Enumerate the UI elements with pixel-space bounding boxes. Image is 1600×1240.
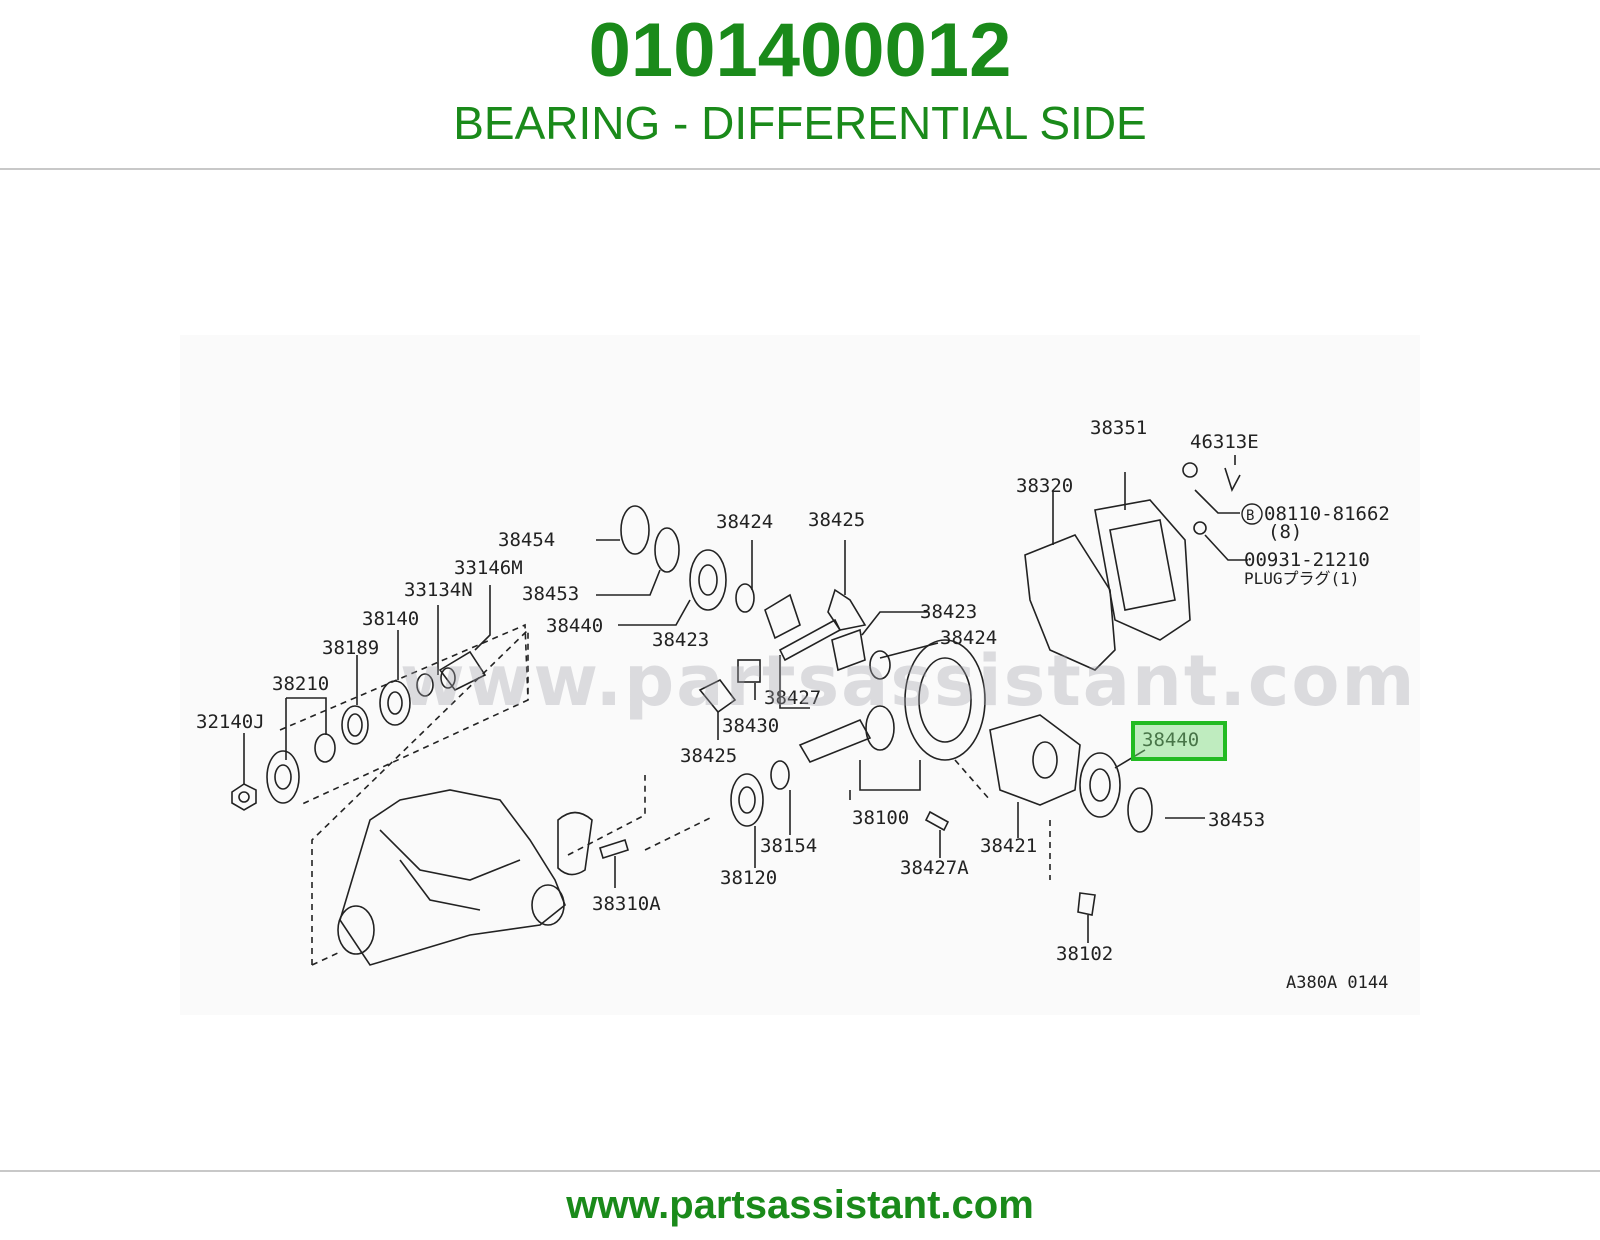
callout-38140: 38140 [362,608,419,630]
callout-38440-left: 38440 [546,615,603,637]
callout-38425-lower: 38425 [680,745,737,767]
diagram-panel [180,335,1420,1015]
highlighted-part-marker[interactable] [1131,721,1227,761]
callout-38453-right: 38453 [1208,809,1265,831]
callout-38423-right: 38423 [920,601,977,623]
header-divider [0,168,1600,170]
callout-38453-left: 38453 [522,583,579,605]
watermark-text: www.partsassistant.com [400,640,1417,722]
callout-38120: 38120 [720,867,777,889]
callout-38427: 38427 [764,687,821,709]
callout-38427A: 38427A [900,857,969,879]
callout-08110-qty: (8) [1268,521,1302,543]
footer-divider [0,1170,1600,1172]
footer-website-link[interactable]: www.partsassistant.com [566,1183,1034,1227]
callout-33134N: 33134N [404,579,473,601]
callout-38454: 38454 [498,529,555,551]
callout-46313E: 46313E [1190,431,1259,453]
callout-38423-left: 38423 [652,629,709,651]
figure-code: A380A 0144 [1286,973,1388,993]
callout-32140J: 32140J [196,711,265,733]
callout-38310A: 38310A [592,893,661,915]
callout-08110-81662: 08110-81662 [1264,503,1390,525]
callout-38440-highlighted: 38440 [1142,729,1199,751]
callout-plug-note: PLUGプラグ(1) [1244,569,1359,588]
callout-00931-21210: 00931-21210 [1244,549,1370,571]
part-description: BEARING - DIFFERENTIAL SIDE [453,97,1147,149]
callout-38154: 38154 [760,835,817,857]
callout-38210: 38210 [272,673,329,695]
callout-38424-right: 38424 [940,627,997,649]
svg-text:B: B [1246,508,1254,524]
callout-38351: 38351 [1090,417,1147,439]
callout-38425-top: 38425 [808,509,865,531]
part-number-title: 0101400012 [588,8,1012,93]
callout-38189: 38189 [322,637,379,659]
callout-38102: 38102 [1056,943,1113,965]
callout-38320: 38320 [1016,475,1073,497]
callout-38100: 38100 [852,807,909,829]
callout-33146M: 33146M [454,557,523,579]
callout-38424-top: 38424 [716,511,773,533]
callout-38430: 38430 [722,715,779,737]
differential-carrier-housing [339,789,566,966]
page-header: 0101400012 BEARING - DIFFERENTIAL SIDE [0,0,1600,168]
callout-38421: 38421 [980,835,1037,857]
